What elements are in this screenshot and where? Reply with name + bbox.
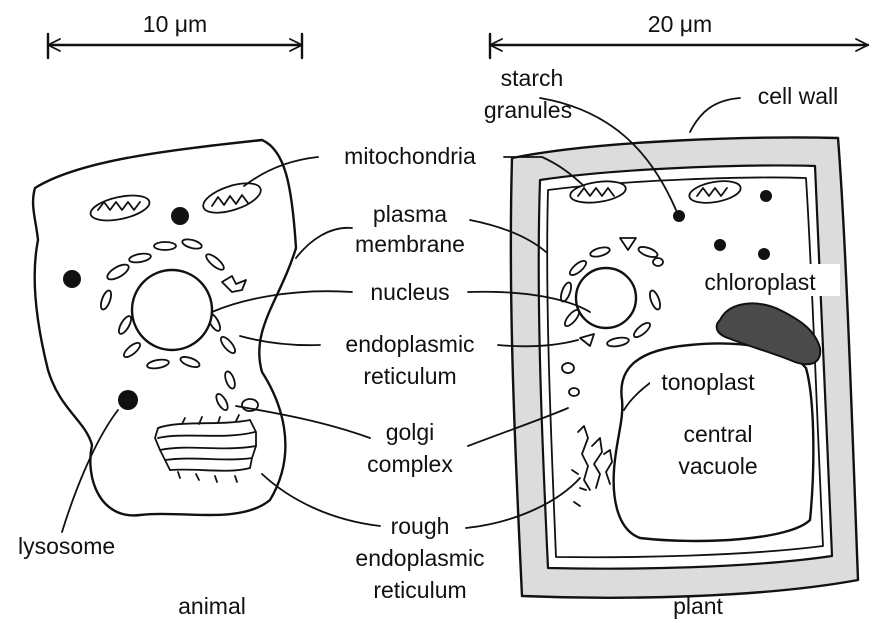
animal-scale-bar: 10 μm <box>48 11 302 58</box>
label-chloroplast: chloroplast <box>704 269 816 295</box>
label-cell-wall: cell wall <box>758 83 839 109</box>
animal-nucleus <box>132 270 212 350</box>
starch-granule <box>760 190 772 202</box>
animal-granule <box>171 207 189 225</box>
label-endoplasmic-reticulum-line1: endoplasmic <box>345 331 474 357</box>
label-mitochondria: mitochondria <box>344 143 476 169</box>
label-golgi-complex-line2: complex <box>367 451 453 477</box>
starch-granule <box>714 239 726 251</box>
plant-nucleus <box>576 268 636 328</box>
label-tonoplast: tonoplast <box>661 369 755 395</box>
label-nucleus: nucleus <box>370 279 449 305</box>
label-rough-er-line3: reticulum <box>373 577 466 603</box>
caption-plant: plant <box>673 593 723 619</box>
animal-granule <box>63 270 81 288</box>
label-rough-er-line1: rough <box>391 513 450 539</box>
label-central-vacuole-line1: central <box>683 421 752 447</box>
animal-cell <box>33 140 296 515</box>
label-central-vacuole-line2: vacuole <box>678 453 757 479</box>
starch-granule <box>758 248 770 260</box>
animal-mitochondrion-1 <box>88 191 151 225</box>
starch-granule <box>673 210 685 222</box>
label-golgi-complex-line1: golgi <box>386 419 435 445</box>
animal-scale-label: 10 μm <box>143 11 207 37</box>
animal-golgi-complex <box>155 415 256 482</box>
label-starch-granules-line2: granules <box>484 97 572 123</box>
label-plasma-membrane-line2: membrane <box>355 231 465 257</box>
label-rough-er-line2: endoplasmic <box>355 545 484 571</box>
label-starch-granules-line1: starch <box>501 65 564 91</box>
label-endoplasmic-reticulum-line2: reticulum <box>363 363 456 389</box>
label-lysosome: lysosome <box>18 533 115 559</box>
plant-scale-label: 20 μm <box>648 11 712 37</box>
animal-mitochondrion-2 <box>200 177 264 218</box>
caption-animal: animal <box>178 593 246 619</box>
lysosome-dot <box>118 390 138 410</box>
label-plasma-membrane-line1: plasma <box>373 201 447 227</box>
plant-scale-bar: 20 μm <box>490 11 868 58</box>
